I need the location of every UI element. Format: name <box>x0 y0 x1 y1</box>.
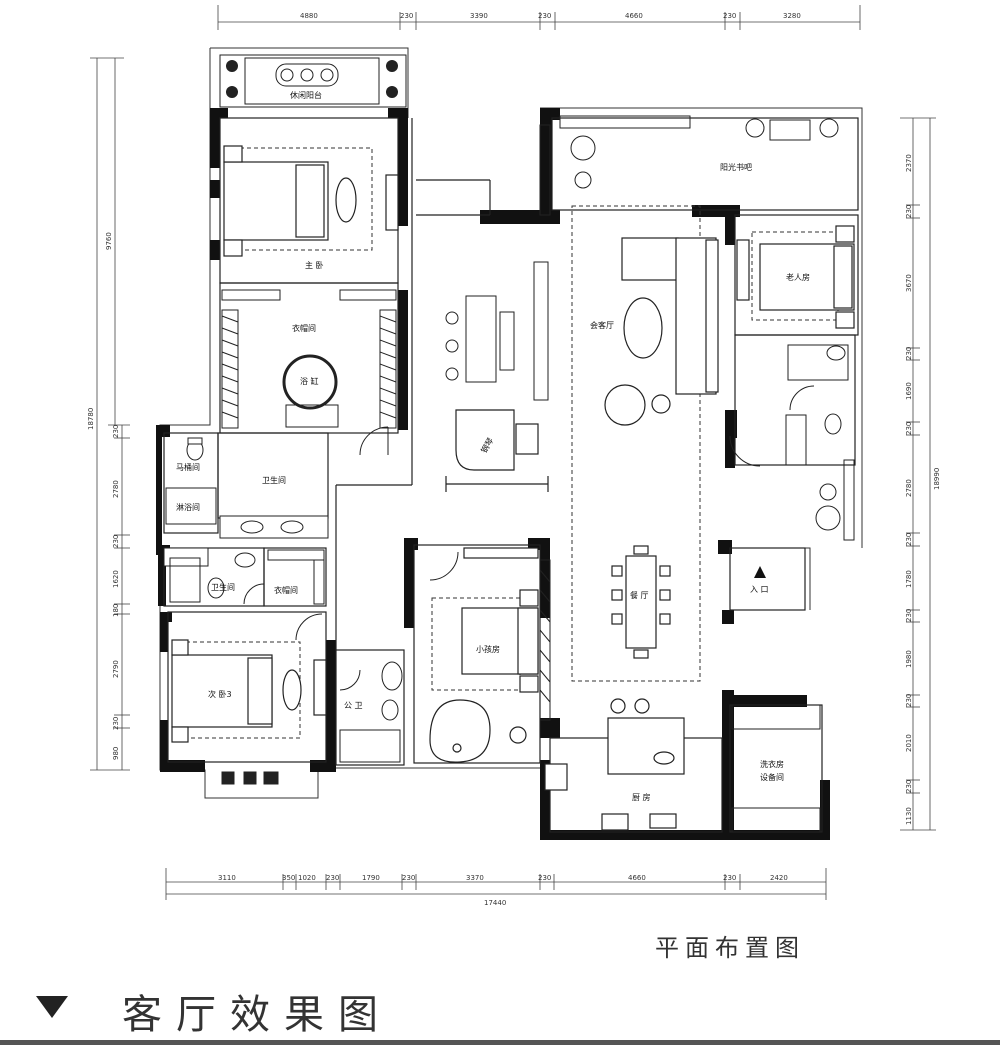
label-equipment-room: 设备间 <box>760 772 784 782</box>
label-second-cloakroom: 衣帽间 <box>274 585 298 595</box>
leisure-balcony <box>219 54 407 108</box>
right-dim-3: 3670 <box>905 274 913 292</box>
right-dim-10: 230 <box>905 609 913 622</box>
left-dim-2: 2780 <box>112 480 120 498</box>
bottom-dim-6: 230 <box>402 874 415 882</box>
top-dimension-line <box>217 5 861 30</box>
section-title: 客厅效果图 <box>122 992 392 1038</box>
bottom-dim-3: 1020 <box>298 874 316 882</box>
toilet-icon <box>186 345 846 721</box>
top-dim-3: 3390 <box>470 12 488 20</box>
label-elder-room: 老人房 <box>786 272 810 282</box>
bottom-dim-2: 350 <box>282 874 295 882</box>
bottom-dim-1: 3110 <box>218 874 236 882</box>
elder-bed-icon <box>736 225 855 329</box>
sofa-icon <box>604 237 719 426</box>
left-dim-upper: 9760 <box>105 232 113 250</box>
left-dim-4: 1620 <box>112 570 120 588</box>
label-sun-study: 阳光书吧 <box>720 162 752 172</box>
bottom-dim-10: 230 <box>723 874 736 882</box>
label-kids-room: 小孩房 <box>476 644 500 654</box>
label-kitchen: 厨 房 <box>632 792 651 802</box>
right-dim-5: 1690 <box>905 382 913 400</box>
left-dim-1: 230 <box>112 425 120 438</box>
label-entrance: 入 口 <box>750 585 769 594</box>
bottom-dim-7: 3370 <box>466 874 484 882</box>
left-dim-5: 180 <box>112 604 120 617</box>
left-dim-outer: 18780 <box>87 408 95 430</box>
sink-icon <box>163 515 329 568</box>
master-bed-icon <box>223 145 399 257</box>
label-dining: 餐 厅 <box>630 591 649 600</box>
label-laundry: 洗衣房 <box>760 759 784 769</box>
label-public-bath: 公 卫 <box>344 701 363 710</box>
label-master-cloakroom: 衣帽间 <box>292 323 316 333</box>
bottom-dim-11: 2420 <box>770 874 788 882</box>
right-dim-7: 2780 <box>905 479 913 497</box>
right-dim-12: 230 <box>905 694 913 707</box>
kids-play-icon <box>429 699 527 763</box>
label-second-bathroom: 卫生间 <box>211 582 235 592</box>
label-leisure-balcony: 休闲阳台 <box>290 90 322 100</box>
right-dim-9: 1780 <box>905 570 913 588</box>
right-dim-15: 1130 <box>905 807 913 825</box>
right-dim-6: 230 <box>905 422 913 435</box>
floor-plan-caption: 平面布置图 <box>655 934 805 962</box>
left-dim-7: 230 <box>112 717 120 730</box>
balcony-plant-icon <box>226 60 398 98</box>
top-dim-1: 4880 <box>300 12 318 20</box>
label-living-room: 会客厅 <box>590 320 614 330</box>
piano-icon <box>445 409 549 492</box>
structural-walls <box>156 108 830 840</box>
second-cloakroom-wardrobe-icon <box>267 549 325 605</box>
bottom-dim-8: 230 <box>538 874 551 882</box>
label-shower-room: 淋浴间 <box>176 502 200 512</box>
kitchen-island-icon <box>544 698 685 831</box>
right-dim-14: 230 <box>905 780 913 793</box>
shower-icon <box>165 344 849 763</box>
door-icon <box>243 385 815 691</box>
right-dim-2: 230 <box>905 205 913 218</box>
right-dimension-line <box>900 117 936 831</box>
label-toilet-room: 马桶间 <box>176 462 200 472</box>
right-dim-8: 230 <box>905 533 913 546</box>
bottom-dimension-line <box>165 868 827 900</box>
bottom-dim-9: 4660 <box>628 874 646 882</box>
label-master-bedroom: 主 卧 <box>305 260 324 270</box>
left-dim-3: 230 <box>112 535 120 548</box>
right-dim-11: 1980 <box>905 650 913 668</box>
bottom-dim-5: 1790 <box>362 874 380 882</box>
bathtub-icon <box>282 354 339 428</box>
right-dim-1: 2370 <box>905 154 913 172</box>
wall-bracing-icon <box>539 115 855 833</box>
label-bathtub: 浴 缸 <box>300 376 319 386</box>
label-master-bathroom: 卫生间 <box>262 475 286 485</box>
entrance-arrow-icon <box>754 566 766 578</box>
dining-table-icon <box>611 545 671 659</box>
kids-bed-icon <box>461 547 539 693</box>
top-dim-2: 230 <box>400 12 413 20</box>
right-dim-total: 18990 <box>933 468 941 490</box>
top-dim-7: 3280 <box>783 12 801 20</box>
entrance-furniture-icon <box>815 483 841 531</box>
music-stand-icon <box>445 261 549 401</box>
label-second-bedroom: 次 卧3 <box>208 689 232 699</box>
left-dimension-line <box>90 57 130 771</box>
bottom-dim-4: 230 <box>326 874 339 882</box>
right-dim-4: 230 <box>905 347 913 360</box>
top-dim-4: 230 <box>538 12 551 20</box>
bay-window-icon <box>221 771 279 785</box>
bottom-dim-total: 17440 <box>484 899 506 907</box>
triangle-bullet-icon <box>36 996 68 1018</box>
top-dim-6: 230 <box>723 12 736 20</box>
right-dim-13: 2010 <box>905 734 913 752</box>
study-furniture-icon <box>570 118 839 189</box>
top-dim-5: 4660 <box>625 12 643 20</box>
second-bed-icon <box>171 639 327 743</box>
left-dim-6: 2790 <box>112 660 120 678</box>
left-dim-8: 980 <box>112 747 120 760</box>
bottom-divider <box>0 1040 1000 1045</box>
